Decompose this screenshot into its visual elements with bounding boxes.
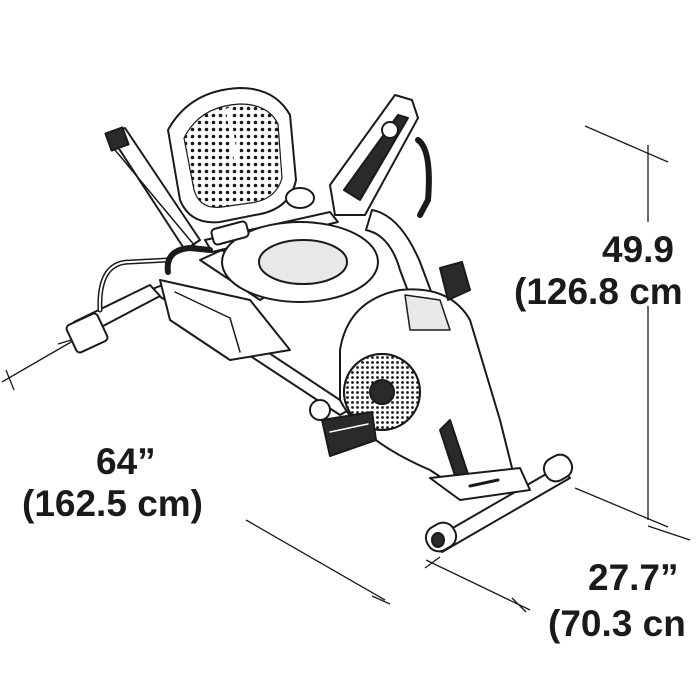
front-handlebar	[415, 137, 432, 218]
rear-foot-cap	[65, 312, 109, 354]
pedal-right	[321, 411, 377, 457]
length-line-right	[245, 519, 386, 601]
length-tick-right	[371, 595, 391, 605]
width-ext	[424, 556, 441, 569]
left-hand-grip	[164, 245, 213, 275]
bottle-holder	[285, 187, 315, 209]
width-tick-left	[511, 597, 527, 613]
pedal-left	[439, 261, 471, 301]
backrest-knob	[104, 126, 130, 152]
bike-frame	[65, 87, 574, 553]
height-top-ext	[584, 125, 669, 163]
height-bottom-ext	[574, 487, 669, 528]
console-dial	[381, 121, 399, 139]
width-right-line	[647, 525, 691, 541]
dim-length-inches: 64”	[96, 441, 156, 482]
width-line	[425, 559, 531, 611]
backrest-perforations	[183, 103, 283, 208]
dim-width-inches: 27.7”	[588, 557, 679, 598]
dim-height-inches: 49.9	[602, 229, 674, 270]
seat-lever	[210, 220, 250, 246]
length-tick-left	[5, 369, 15, 391]
dim-height-cm: (126.8 cm	[514, 271, 683, 312]
front-foot-right	[542, 453, 574, 483]
dim-width-cm: (70.3 cn	[548, 603, 686, 644]
dim-length-cm: (162.5 cm)	[22, 483, 203, 524]
seat-cushion-inner	[258, 239, 348, 285]
length-line-left	[1, 337, 79, 383]
dimension-lines	[1, 125, 691, 613]
transport-wheel	[309, 399, 331, 421]
